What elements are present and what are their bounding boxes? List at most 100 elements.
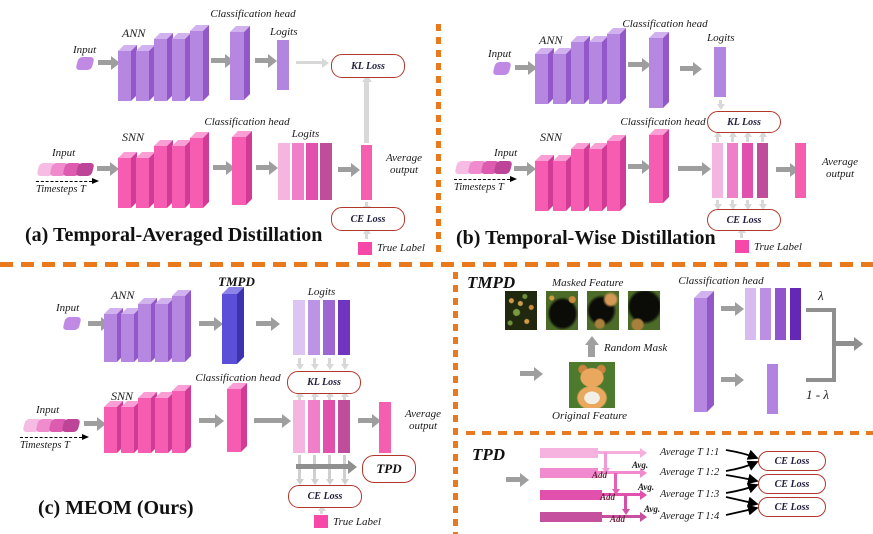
add-arrow-3 [624, 495, 627, 509]
original-feature-label: Original Feature [552, 410, 628, 422]
arrow-truelabel-to-ce [365, 234, 368, 239]
layer-bar [607, 135, 626, 211]
layer-bar [138, 392, 157, 453]
masked-feature-image-3 [587, 291, 619, 330]
layer-bar [155, 298, 174, 362]
arrow-bars-to-average [776, 167, 790, 172]
tpd-box: TPD [362, 455, 416, 483]
kl-loss-label: KL Loss [351, 60, 385, 72]
logits-label: Logits [307, 286, 336, 298]
average-t-label-3: Average T 1:3 [660, 489, 720, 500]
arrow-tmpd-to-logits [256, 321, 271, 326]
true-label-text: True Label [754, 241, 802, 253]
logit-bar [795, 143, 806, 198]
timestep-bar-1 [540, 448, 598, 458]
arrow-bar-to-kl [313, 397, 316, 400]
input-frame [75, 163, 95, 176]
average-t-label-1: Average T 1:1 [660, 447, 720, 458]
timesteps-arrow [20, 434, 89, 440]
logit-bar [745, 288, 756, 340]
arrow-input-to-ann [88, 321, 101, 326]
arrow-head-to-logits [255, 58, 268, 63]
timesteps-arrow [454, 176, 517, 182]
logit-bar [775, 288, 786, 340]
input-label: Input [56, 302, 80, 314]
ann-label: ANN [539, 33, 563, 47]
original-feature-image [569, 362, 615, 408]
classification-head-bar [694, 291, 715, 412]
lambda-label: λ [818, 288, 824, 303]
average-t-label-2: Average T 1:2 [660, 467, 720, 478]
tpd-box-label: TPD [376, 461, 402, 476]
layer-bar [138, 298, 157, 362]
average-t-label-4: Average T 1:4 [660, 511, 720, 522]
tpd-panel-title: TPD [472, 445, 506, 464]
arrow-bars-to-tpd [296, 464, 348, 469]
mix-bracket-vertical [832, 308, 836, 382]
layer-bar [694, 291, 714, 412]
snn-layer-stack [104, 385, 194, 453]
average-output-label: Average output [404, 408, 442, 433]
true-label-text: True Label [377, 242, 425, 254]
logit-bar [308, 300, 320, 355]
layer-bar [118, 45, 137, 101]
arrow-input-to-ann [98, 60, 111, 65]
masked-feature-label: Masked Feature [552, 277, 624, 289]
logit-bar [277, 40, 289, 90]
layer-bar [190, 132, 209, 208]
ann-label: ANN [111, 288, 135, 302]
logit-bar [320, 143, 332, 200]
layer-bar [172, 140, 191, 208]
layer-bar [172, 33, 191, 101]
layer-bar [227, 383, 247, 452]
arrow-logits-to-average [338, 167, 351, 172]
arrow-head-to-logits [678, 166, 702, 171]
logits-label: Logits [270, 26, 298, 38]
arrow-snn-to-head [213, 165, 226, 170]
logit-bar [278, 143, 290, 200]
logit-bar [757, 143, 768, 198]
divider-a-b [436, 24, 441, 254]
avg-arrow-4 [602, 515, 640, 518]
arrow-head-to-logits [680, 66, 693, 71]
true-label-swatch [358, 242, 372, 255]
snn-classification-head-bar [227, 383, 249, 452]
ce-loss-box: CE Loss [331, 207, 405, 231]
snn-classification-head-bar [649, 129, 671, 203]
add-label-3: Add [610, 514, 626, 524]
layer-bar [553, 48, 572, 104]
arrow-logit-to-kl [313, 358, 316, 364]
snn-layer-stack [535, 135, 627, 211]
arrow-truelabel-to-ce [740, 233, 743, 238]
arrow-head-to-bars [254, 418, 282, 423]
kl-loss-box: KL Loss [707, 111, 781, 133]
panel-a-caption: (a) Temporal-Averaged Distillation [25, 224, 323, 246]
arrow-average-to-ce [365, 202, 368, 206]
timestep-bar-3 [540, 490, 602, 500]
panel-b-caption: (b) Temporal-Wise Distillation [456, 227, 716, 249]
classification-head-label: Classification head [622, 18, 708, 30]
layer-bar [571, 143, 590, 211]
input-frame [493, 161, 513, 174]
panel-c-caption: (c) MEOM (Ours) [38, 497, 194, 519]
arrow-head-to-masked-logits [721, 306, 735, 311]
logit-bar [742, 143, 753, 198]
logit-bar [338, 400, 350, 453]
arrow-average-to-kl [364, 82, 369, 143]
arrow-ann-to-head [211, 58, 225, 63]
tpd-entry-arrow [506, 477, 520, 482]
arrow-bar-to-kl [716, 137, 719, 142]
arrow-bar-to-ce [731, 200, 734, 204]
input-label: Input [52, 147, 76, 159]
layer-bar [121, 401, 140, 453]
layer-bar [190, 25, 209, 101]
ce-loss-label: CE Loss [726, 214, 762, 226]
avg-arrow-2 [598, 471, 640, 474]
logits-label: Logits [707, 32, 735, 44]
mix-output-arrow [836, 341, 854, 346]
input-frame [62, 317, 82, 330]
kl-loss-label: KL Loss [727, 116, 761, 128]
arrow-truelabel-to-ce [320, 511, 323, 514]
timesteps-label: Timesteps T [20, 440, 70, 451]
avg-label-2: Avg. [638, 482, 655, 492]
